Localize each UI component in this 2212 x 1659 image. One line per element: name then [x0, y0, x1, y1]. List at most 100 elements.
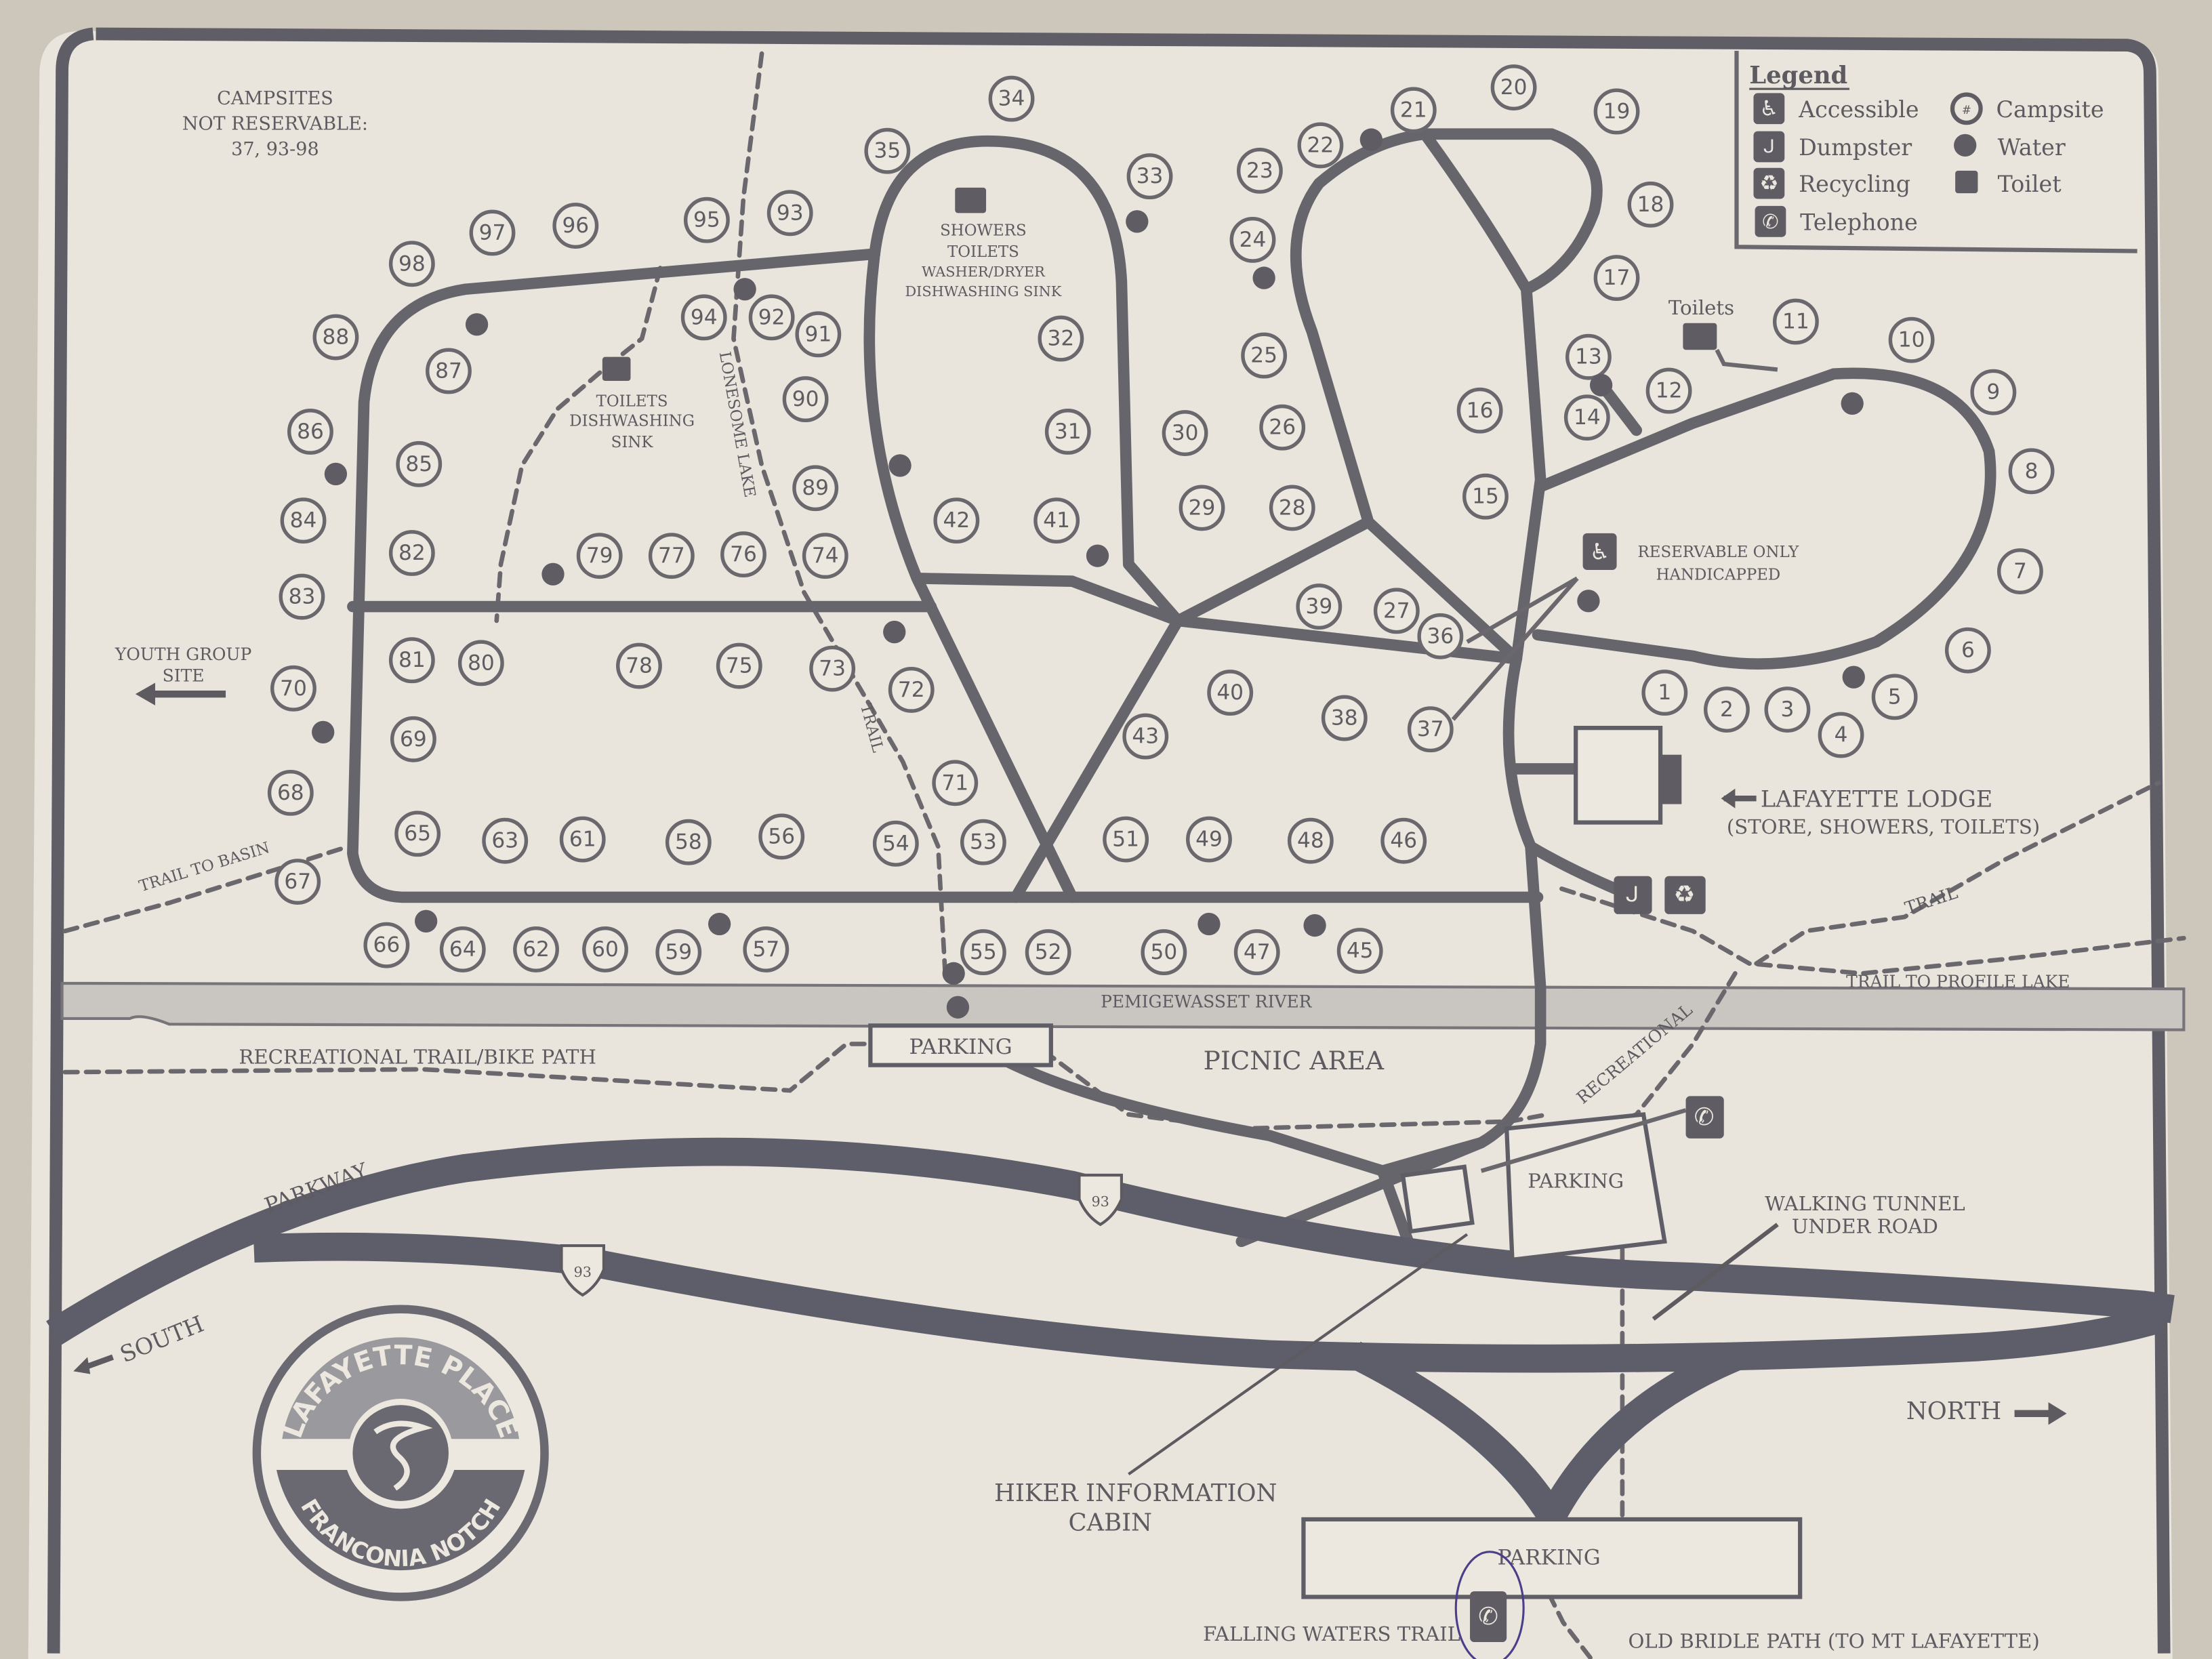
campsite-marker[interactable] [576, 533, 623, 579]
campsite-marker[interactable] [872, 820, 919, 867]
campsite-marker[interactable] [1818, 712, 1864, 758]
campsite-94[interactable]: 94 [680, 294, 727, 341]
campsite-55[interactable]: 55 [960, 929, 1006, 976]
campsite-86[interactable]: 86 [287, 409, 333, 455]
campsite-21[interactable]: 21 [1390, 87, 1437, 134]
campsite-90[interactable]: 90 [782, 376, 829, 423]
campsite-marker[interactable] [864, 127, 911, 174]
campsite-32[interactable]: 32 [1038, 315, 1084, 362]
campsite-82[interactable]: 82 [388, 530, 435, 576]
campsite-marker[interactable] [559, 816, 606, 863]
campsite-78[interactable]: 78 [616, 642, 662, 689]
campsite-marker[interactable] [1241, 332, 1288, 379]
campsite-marker[interactable] [1703, 687, 1750, 733]
campsite-marker[interactable] [960, 819, 1006, 865]
campsite-2[interactable]: 2 [1703, 687, 1750, 733]
campsite-11[interactable]: 11 [1772, 298, 1819, 345]
campsite-marker[interactable] [680, 294, 727, 341]
campsite-marker[interactable] [932, 760, 979, 806]
campsite-marker[interactable] [1296, 583, 1343, 630]
campsite-64[interactable]: 64 [439, 926, 486, 972]
campsite-marker[interactable] [1641, 670, 1688, 716]
campsite-marker[interactable] [648, 533, 695, 579]
campsite-57[interactable]: 57 [743, 926, 790, 972]
campsite-60[interactable]: 60 [582, 926, 628, 972]
campsite-marker[interactable] [1563, 394, 1610, 441]
campsite-72[interactable]: 72 [888, 666, 935, 713]
campsite-25[interactable]: 25 [1241, 332, 1288, 379]
campsite-marker[interactable] [802, 533, 848, 579]
campsite-16[interactable]: 16 [1456, 387, 1503, 434]
campsite-marker[interactable] [1996, 548, 2043, 594]
campsite-36[interactable]: 36 [1417, 613, 1464, 659]
campsite-marker[interactable] [2008, 448, 2055, 495]
campsite-marker[interactable] [1417, 613, 1464, 659]
campsite-marker[interactable] [1033, 497, 1080, 544]
campsite-marker[interactable] [1490, 64, 1537, 110]
campsite-marker[interactable] [457, 640, 504, 687]
campsite-marker[interactable] [513, 926, 559, 972]
campsite-marker[interactable] [1390, 87, 1437, 134]
campsite-marker[interactable] [1462, 473, 1509, 520]
campsite-73[interactable]: 73 [809, 645, 856, 692]
campsite-33[interactable]: 33 [1126, 153, 1173, 200]
campsite-marker[interactable] [960, 929, 1006, 976]
campsite-49[interactable]: 49 [1186, 816, 1232, 863]
campsite-marker[interactable] [1236, 147, 1283, 194]
campsite-marker[interactable] [394, 811, 441, 857]
campsite-marker[interactable] [1772, 298, 1819, 345]
campsite-62[interactable]: 62 [513, 926, 559, 972]
campsite-77[interactable]: 77 [648, 533, 695, 579]
campsite-74[interactable]: 74 [802, 533, 848, 579]
campsite-marker[interactable] [312, 314, 359, 361]
campsite-8[interactable]: 8 [2008, 448, 2055, 495]
campsite-marker[interactable] [792, 465, 839, 512]
campsite-marker[interactable] [1970, 369, 2017, 415]
campsite-76[interactable]: 76 [720, 531, 766, 578]
campsite-98[interactable]: 98 [388, 241, 435, 287]
campsite-10[interactable]: 10 [1888, 316, 1935, 363]
campsite-marker[interactable] [1126, 153, 1173, 200]
campsite-69[interactable]: 69 [390, 716, 436, 762]
campsite-83[interactable]: 83 [279, 573, 325, 620]
campsite-65[interactable]: 65 [394, 811, 441, 857]
campsite-20[interactable]: 20 [1490, 64, 1537, 110]
campsite-marker[interactable] [388, 637, 435, 684]
campsite-marker[interactable] [1259, 404, 1306, 451]
campsite-marker[interactable] [888, 666, 935, 713]
campsite-41[interactable]: 41 [1033, 497, 1080, 544]
campsite-12[interactable]: 12 [1645, 367, 1692, 414]
campsite-3[interactable]: 3 [1764, 687, 1811, 733]
campsite-marker[interactable] [1645, 367, 1692, 414]
campsite-51[interactable]: 51 [1103, 816, 1149, 863]
campsite-47[interactable]: 47 [1233, 929, 1280, 976]
campsite-95[interactable]: 95 [683, 197, 730, 243]
campsite-marker[interactable] [1565, 333, 1612, 380]
campsite-marker[interactable] [396, 441, 443, 487]
campsite-marker[interactable] [390, 716, 436, 762]
campsite-91[interactable]: 91 [795, 311, 842, 358]
campsite-79[interactable]: 79 [576, 533, 623, 579]
campsite-22[interactable]: 22 [1297, 122, 1344, 169]
campsite-marker[interactable] [1764, 687, 1811, 733]
campsite-marker[interactable] [363, 922, 410, 968]
campsite-17[interactable]: 17 [1593, 255, 1640, 302]
campsite-marker[interactable] [616, 642, 662, 689]
campsite-34[interactable]: 34 [988, 75, 1035, 122]
campsite-marker[interactable] [482, 817, 529, 864]
campsite-marker[interactable] [1233, 929, 1280, 976]
campsite-26[interactable]: 26 [1259, 404, 1306, 451]
campsite-marker[interactable] [280, 497, 327, 544]
campsite-14[interactable]: 14 [1563, 394, 1610, 441]
campsite-40[interactable]: 40 [1207, 670, 1254, 716]
campsite-54[interactable]: 54 [872, 820, 919, 867]
campsite-marker[interactable] [683, 197, 730, 243]
campsite-35[interactable]: 35 [864, 127, 911, 174]
campsite-66[interactable]: 66 [363, 922, 410, 968]
campsite-marker[interactable] [782, 376, 829, 423]
campsite-70[interactable]: 70 [270, 665, 316, 712]
campsite-marker[interactable] [988, 75, 1035, 122]
campsite-56[interactable]: 56 [758, 813, 805, 860]
campsite-27[interactable]: 27 [1373, 588, 1420, 634]
campsite-marker[interactable] [267, 769, 314, 816]
